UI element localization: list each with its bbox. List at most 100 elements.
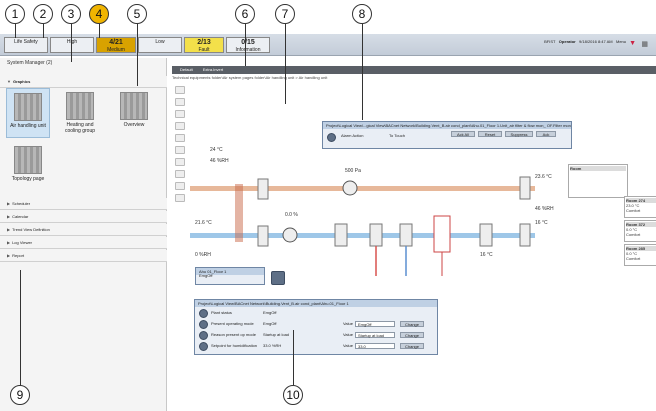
refresh-icon[interactable] <box>175 182 185 190</box>
suppress-button[interactable]: Suppress <box>505 131 533 137</box>
section-report[interactable]: ▶Report <box>0 250 167 262</box>
building-icon <box>14 93 42 121</box>
alarm-count: 4/21 <box>97 39 135 47</box>
room-box[interactable]: Room 3720.0 °CComfort <box>624 220 656 242</box>
temp-supply: 16 °C <box>535 220 548 226</box>
heating-coil-icon[interactable] <box>370 224 382 246</box>
alarm-low[interactable]: Low <box>138 37 182 53</box>
tile-label: Topology page <box>6 176 50 182</box>
room-mode: Comfort <box>626 256 640 261</box>
ack-button[interactable]: Ack <box>536 131 556 137</box>
section-log-viewer[interactable]: ▶Log Viewer <box>0 237 167 249</box>
callout-4: 4 <box>89 4 109 24</box>
section-scheduler[interactable]: ▶Scheduler <box>0 198 167 210</box>
callout-line-1 <box>15 24 16 38</box>
callout-7: 7 <box>275 4 295 24</box>
callout-6: 6 <box>235 4 255 24</box>
alarm-medium[interactable]: 4/21Medium <box>96 37 136 53</box>
callout-line-5 <box>137 24 138 86</box>
section-label: Trend View Definition <box>12 227 50 232</box>
pan-icon[interactable] <box>175 110 185 118</box>
ack-all-button[interactable]: Ack All <box>451 131 475 137</box>
filter-icon[interactable]: ▼ <box>629 40 636 47</box>
reset-button[interactable]: Reset <box>478 131 502 137</box>
humidifier-icon[interactable] <box>434 216 450 252</box>
reason-icon <box>199 331 208 340</box>
humidity-outside: 46 %RH <box>210 158 229 164</box>
return-fan-icon[interactable] <box>343 181 357 195</box>
select-icon[interactable] <box>175 134 185 142</box>
alarm-popup[interactable]: Project\Logical View\...gical View\BACne… <box>322 121 572 149</box>
plant-icon[interactable] <box>271 271 285 285</box>
settings-icon[interactable] <box>175 194 185 202</box>
section-calendar[interactable]: ▶Calendar <box>0 211 167 223</box>
section-label: Report <box>12 253 24 258</box>
tile-label: Overview <box>112 122 156 128</box>
ahu-details-popup[interactable]: Project\Logical View\BACnet Network\Buil… <box>194 299 438 355</box>
zoom-out-icon[interactable] <box>175 98 185 106</box>
menu-link[interactable]: Menu <box>616 39 626 44</box>
alarm-high[interactable]: High <box>50 37 94 53</box>
callout-10: 10 <box>283 385 303 405</box>
room-box[interactable]: Room 27423.0 °CComfort <box>624 196 656 218</box>
pressure-return: 500 Pa <box>345 168 361 174</box>
alarm-action-label: Alarm Action <box>341 130 363 142</box>
setpoint-icon <box>199 342 208 351</box>
change-button[interactable]: Change <box>400 321 424 327</box>
plant-mini-popup[interactable]: Ahu 01_Floor 1 EmgOff <box>195 267 265 285</box>
change-button[interactable]: Change <box>400 332 424 338</box>
building-icon <box>66 92 94 120</box>
user-role: Operator <box>559 39 576 44</box>
chevron-right-icon: ▶ <box>7 214 10 219</box>
callout-line-6 <box>245 24 246 66</box>
temp-mixed: 21.6 °C <box>195 220 212 226</box>
alarm-fault[interactable]: 2/13Fault <box>184 37 224 53</box>
tab-default[interactable]: Default <box>180 67 193 72</box>
change-button[interactable]: Change <box>400 343 424 349</box>
room-box[interactable]: Room <box>568 164 628 198</box>
print-icon[interactable] <box>175 158 185 166</box>
tile-topology-page[interactable]: Topology page <box>6 142 50 192</box>
tile-air-handling-unit[interactable]: Air handling unit <box>6 88 50 138</box>
alarm-count: 2/13 <box>185 39 223 47</box>
view-tabs: Default Extra.Invert <box>172 66 656 74</box>
callout-9: 9 <box>10 385 30 405</box>
date-time: 9/18/2016 8:47 AM <box>579 39 613 44</box>
setpoint-input[interactable]: 33.0 <box>355 343 395 349</box>
tile-heating-cooling-group[interactable]: Heating and cooling group <box>58 88 102 138</box>
alarm-life-safety[interactable]: Life Safety <box>4 37 48 53</box>
building-icon <box>120 92 148 120</box>
room-mode: Comfort <box>626 208 640 213</box>
section-trend-view[interactable]: ▶Trend View Definition <box>0 224 167 236</box>
plant-value: EmgOff <box>199 270 213 282</box>
system-manager-title: System Manager (2) <box>7 60 52 66</box>
callout-5: 5 <box>127 4 147 24</box>
graphics-toolbar <box>173 82 187 272</box>
callout-line-3 <box>71 24 72 62</box>
section-label: Graphics <box>13 79 30 84</box>
damper-icon[interactable] <box>258 179 268 199</box>
mode-select[interactable]: EmgOff <box>355 321 395 327</box>
damper-icon[interactable] <box>258 226 268 246</box>
silencer-icon[interactable] <box>520 224 530 246</box>
plant-status-icon <box>199 309 208 318</box>
zoom-in-icon[interactable] <box>175 86 185 94</box>
exhaust-damper-icon[interactable] <box>520 177 530 199</box>
filter-icon[interactable] <box>335 224 347 246</box>
layer-icon[interactable] <box>175 146 185 154</box>
section-graphics[interactable]: ▼Graphics <box>0 76 167 88</box>
fit-icon[interactable] <box>175 122 185 130</box>
tab-extended[interactable]: Extra.Invert <box>203 67 223 72</box>
tile-overview[interactable]: Overview <box>112 88 156 138</box>
grid-icon[interactable]: ▦ <box>641 40 648 48</box>
room-box[interactable]: Room 2850.0 °CComfort <box>624 244 656 266</box>
callout-2: 2 <box>33 4 53 24</box>
cooling-coil-icon[interactable] <box>400 224 412 246</box>
building-icon <box>14 146 42 174</box>
supply-filter-icon[interactable] <box>480 224 492 246</box>
alarm-information[interactable]: 0/15Information <box>226 37 270 53</box>
supply-fan-icon[interactable] <box>283 228 297 242</box>
popup-title: Project\Logical View\BACnet Network\Buil… <box>195 300 437 307</box>
reason-select[interactable]: Startup at load <box>355 332 395 338</box>
navigate-icon[interactable] <box>175 170 185 178</box>
